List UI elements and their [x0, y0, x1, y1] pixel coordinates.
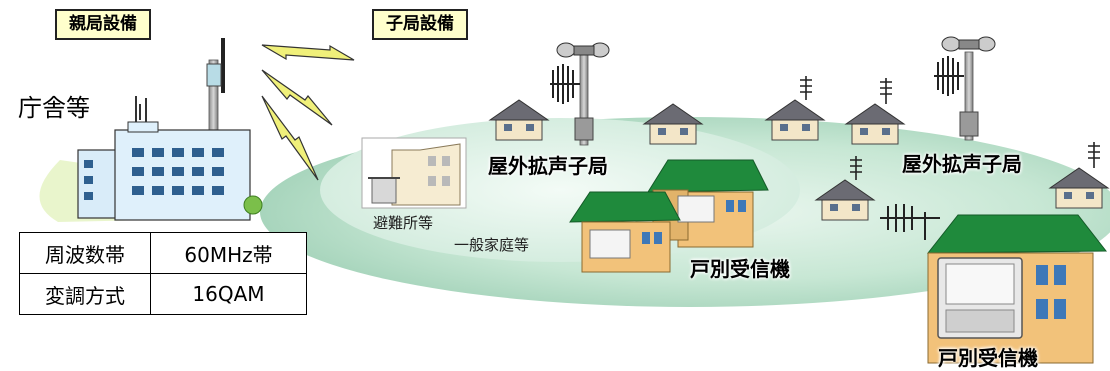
- house-icon: [488, 76, 1110, 221]
- receiver-device-icon: [937, 257, 1023, 339]
- spec-key-modulation: 変調方式: [19, 273, 151, 315]
- building-icon: [39, 96, 263, 222]
- spec-value-frequency: 60MHz帯: [150, 232, 307, 274]
- spec-key-frequency: 周波数帯: [19, 232, 151, 274]
- spec-table: 周波数帯 60MHz帯 変調方式 16QAM: [19, 232, 307, 315]
- general-home-label: 一般家庭等: [454, 236, 530, 254]
- speaker-tower-icon: [550, 42, 610, 146]
- table-row: 周波数帯 60MHz帯: [19, 232, 307, 274]
- government-office-label: 庁舎等: [18, 94, 90, 122]
- child-station-label: 子局設備: [372, 9, 468, 40]
- speaker-tower-icon: [934, 36, 996, 141]
- individual-receiver-label-2: 戸別受信機: [938, 346, 1038, 370]
- parent-station-label: 親局設備: [55, 9, 151, 40]
- antenna-tower-icon: [206, 38, 225, 151]
- outdoor-speaker-label-2: 屋外拡声子局: [902, 152, 1022, 176]
- lightning-icon: [261, 44, 355, 181]
- evacuation-site-label: 避難所等: [373, 214, 434, 232]
- table-row: 変調方式 16QAM: [19, 273, 307, 315]
- outdoor-speaker-label-1: 屋外拡声子局: [488, 154, 608, 178]
- yagi-antenna-icon: [880, 204, 940, 240]
- evacuation-building-icon: [361, 137, 467, 209]
- spec-value-modulation: 16QAM: [150, 273, 307, 315]
- individual-receiver-label-1: 戸別受信機: [690, 257, 790, 281]
